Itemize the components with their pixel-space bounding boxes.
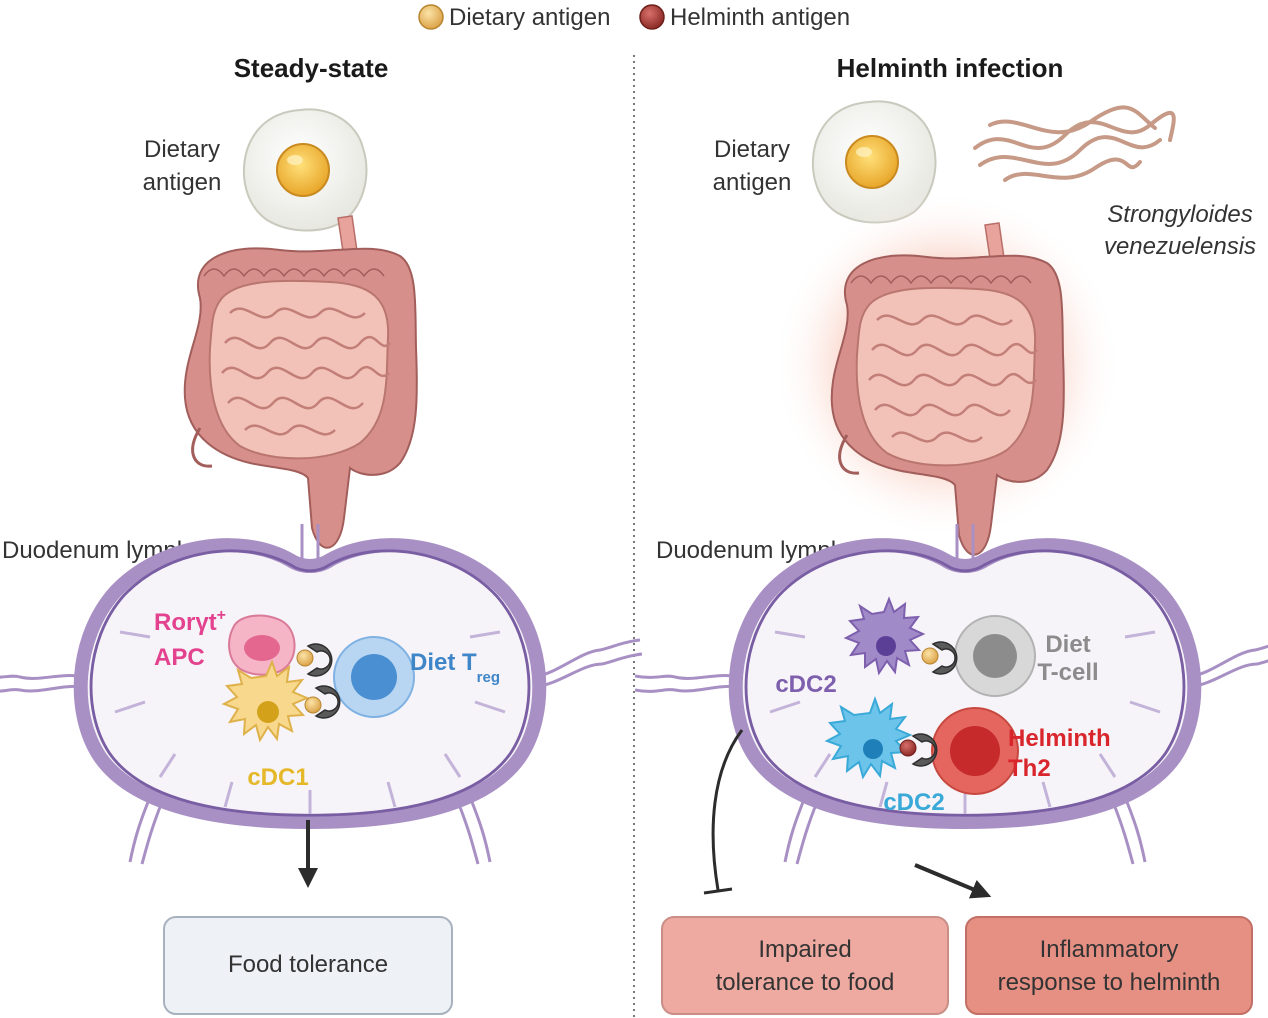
left-antigen-label-line2: antigen [143,169,222,196]
food-tolerance-label: Food tolerance [228,951,388,978]
worm-icon [973,105,1176,182]
treg-label: Diet Treg [410,649,500,686]
dietary-antigen-bead [296,649,314,667]
treg-label-sub: reg [477,669,500,686]
left-antigen-label-line1: Dietary [144,136,220,163]
cdc2-blue-cell [824,696,913,780]
left-panel-title: Steady-state [234,53,389,83]
egg-icon [242,108,368,232]
impaired-label-line2: tolerance to food [716,969,895,996]
cdc1-cell [221,659,310,743]
inhibition-bar [703,887,733,895]
legend-dietary-label: Dietary antigen [449,4,610,31]
inhibition-arrow [711,729,744,891]
impaired-label-line1: Impaired [758,936,851,963]
left-panel: Steady-state Dietary antigen Duodenum ly… [0,53,642,1015]
dietary-antigen-bead [921,647,939,665]
dietary-antigen-legend-dot [418,4,444,30]
cdc1-label: cDC1 [247,764,308,791]
parasite-name-line1: Strongyloides [1107,201,1252,228]
diet-tcell-label-line2: T-cell [1037,659,1098,686]
dietary-antigen-bead [304,696,322,714]
inflammatory-response-box [965,916,1253,1015]
helminth-label-line2: Th2 [1008,755,1051,782]
legend-helminth-label: Helminth antigen [670,4,850,31]
right-panel-title: Helminth infection [837,53,1064,83]
diet-tcell [954,615,1036,697]
diet-tcell-label-line1: Diet [1045,631,1090,658]
right-panel: Helminth infection Dietary antigen Stron… [635,53,1268,1015]
left-lymph-node [0,524,642,864]
food-tolerance-box [163,916,453,1015]
helminth-label-line1: Helminth [1008,725,1111,752]
impaired-tolerance-box [661,916,949,1015]
diet-treg-cell [333,636,415,718]
rorgt-apc-cell [228,614,296,676]
inflammatory-arrow [914,863,992,899]
rorgt-label-sup: + [217,607,226,624]
right-antigen-label-line2: antigen [713,169,792,196]
right-lymph-node [635,524,1268,864]
cdc2-bottom-label: cDC2 [883,789,944,816]
right-antigen-label-line1: Dietary [714,136,790,163]
inflammatory-label-line1: Inflammatory [1040,936,1179,963]
intestine-icon [183,214,419,550]
cdc2-purple-cell [843,596,926,676]
legend: Dietary antigen Helminth antigen [418,4,850,31]
parasite-name-line2: venezuelensis [1104,233,1256,260]
helminth-antigen-bead [899,739,917,757]
cdc2-top-label: cDC2 [775,671,836,698]
helminth-th2-cell [931,707,1019,795]
rorgt-label-line1: Rorγt+ [154,607,226,636]
helminth-antigen-legend-dot [639,4,665,30]
inflammatory-label-line2: response to helminth [998,969,1221,996]
rorgt-label-line2: APC [154,644,205,671]
